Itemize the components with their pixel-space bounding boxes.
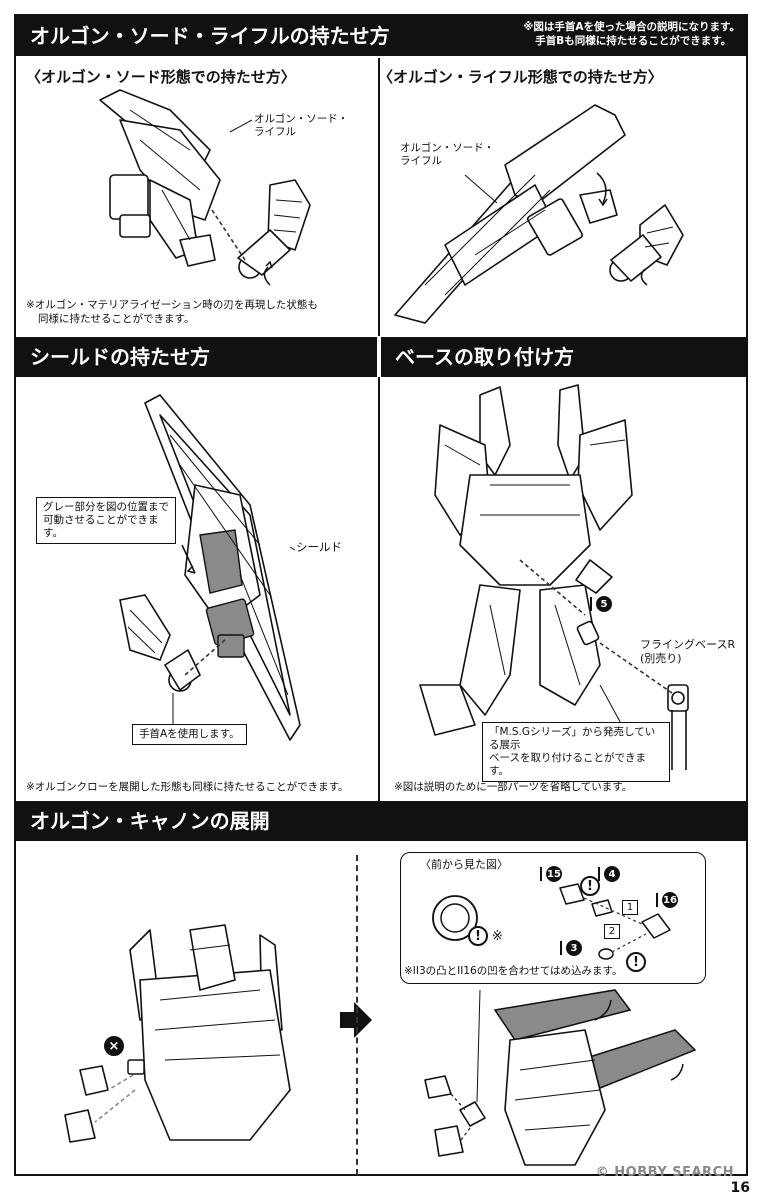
section4-divider: [356, 855, 358, 1175]
part-number-badge: 15: [546, 866, 562, 882]
part-3-marker: 3: [560, 940, 582, 956]
fit-note: ※ⅠⅠ3の凸とⅠⅠ16の凹を合わせてはめ込みます。: [404, 965, 623, 977]
sword-rifle-label-right: オルゴン・ソード・ ライフル: [400, 142, 494, 168]
materialization-note: ※オルゴン・マテリアライゼーション時の刃を再現した状態も 同様に持たせることがで…: [26, 298, 318, 326]
cannon-after-illustration: [424, 989, 697, 1166]
section-title-cannon-text: オルゴン・キャノンの展開: [30, 809, 270, 833]
sword-rifle-label-left-line2: ライフル: [254, 126, 296, 138]
wrist-note: ※図は手首Aを使った場合の説明になります。 手首Bも同様に持たせることができます…: [523, 20, 740, 48]
gray-part-callout-line1: グレー部分を図の位置まで: [43, 501, 169, 513]
part-number-badge: 16: [662, 892, 678, 908]
section1-divider: [378, 58, 380, 336]
page-number: 16: [730, 1180, 750, 1196]
flying-base-label: フライングベースR (別売り): [640, 638, 735, 666]
step-2-badge: 2: [604, 924, 620, 939]
front-view-label: 〈前から見た図〉: [420, 858, 508, 871]
caution-icon-part3: !: [626, 952, 646, 972]
section-title-shield: シールドの持たせ方: [16, 337, 377, 377]
shield-illustration: [119, 394, 301, 741]
part-number-badge: 5: [596, 596, 612, 612]
claw-note: ※オルゴンクローを展開した形態も同様に持たせることができます。: [26, 781, 349, 793]
section-title-sword-rifle: オルゴン・ソード・ライフルの持たせ方: [16, 16, 746, 56]
msg-base-callout-line1: 「M.S.Gシリーズ」から発売している展示: [489, 726, 656, 751]
page-frame: [14, 14, 748, 1176]
materialization-note-line2: 同様に持たせることができます。: [38, 313, 195, 325]
wrist-a-callout: 手首Aを使用します。: [132, 724, 247, 745]
shield-label: シールド: [296, 540, 342, 554]
materialization-note-line1: ※オルゴン・マテリアライゼーション時の刃を再現した状態も: [26, 299, 318, 311]
caution-icon-part15: !: [580, 876, 600, 896]
part-4-marker: 4: [598, 866, 620, 882]
step-1-badge: 1: [622, 900, 638, 915]
front-view-panel: [400, 852, 706, 984]
socket-asterisk: ※: [492, 929, 503, 944]
part-number-badge: 4: [604, 866, 620, 882]
section2-divider: [378, 377, 380, 801]
omitted-parts-note: ※図は説明のために一部パーツを省略しています。: [394, 781, 633, 793]
rifle-mode-illustration: [394, 104, 684, 324]
section-title-base-text: ベースの取り付け方: [395, 345, 574, 369]
sword-rifle-label-right-line2: ライフル: [400, 155, 442, 167]
section-title-cannon: オルゴン・キャノンの展開: [16, 801, 746, 841]
front-view-socket-illustration: [432, 895, 478, 941]
wrist-note-line1: ※図は手首Aを使った場合の説明になります。: [523, 21, 740, 33]
base-illustration: [419, 384, 689, 770]
msg-base-callout-line2: ベースを取り付けることができます。: [489, 752, 646, 777]
flying-base-label-line1: フライングベースR: [640, 638, 736, 651]
cannon-before-illustration: [64, 924, 291, 1143]
sword-mode-illustration: [99, 89, 311, 286]
section-title-text: オルゴン・ソード・ライフルの持たせ方: [30, 24, 390, 48]
sword-rifle-label-left-line1: オルゴン・ソード・: [254, 113, 349, 125]
rifle-mode-heading: 〈オルゴン・ライフル形態での持たせ方〉: [378, 68, 663, 86]
runner-bar-icon: [540, 867, 542, 881]
flying-base-label-line2: (別売り): [640, 652, 682, 665]
runner-bar-icon: [656, 893, 658, 907]
remove-mark-icon: ×: [104, 1036, 124, 1056]
section-title-shield-text: シールドの持たせ方: [30, 345, 210, 369]
runner-bar-icon: [590, 597, 592, 611]
runner-bar-icon: [598, 867, 600, 881]
caution-icon-socket: !: [468, 926, 488, 946]
sword-rifle-label-left: オルゴン・ソード・ ライフル: [254, 113, 348, 139]
parts-assembly-illustration: [559, 883, 671, 960]
part-number-badge: 3: [566, 940, 582, 956]
part-16-marker: 16: [656, 892, 678, 908]
wrist-note-line2: 手首Bも同様に持たせることができます。: [535, 35, 732, 47]
sword-mode-heading: 〈オルゴン・ソード形態での持たせ方〉: [26, 68, 296, 86]
gray-part-callout-line2: 可動させることができます。: [43, 514, 159, 539]
runner-bar-icon: [560, 941, 562, 955]
sword-rifle-label-right-line1: オルゴン・ソード・: [400, 142, 495, 154]
msg-base-callout: 「M.S.Gシリーズ」から発売している展示 ベースを取り付けることができます。: [482, 722, 670, 782]
part-15-marker: 15: [540, 866, 562, 882]
part-5-marker: 5: [590, 596, 612, 612]
gray-part-callout: グレー部分を図の位置まで 可動させることができます。: [36, 497, 176, 544]
section-title-base: ベースの取り付け方: [381, 337, 746, 377]
watermark: © HOBBY SEARCH: [595, 1165, 734, 1180]
